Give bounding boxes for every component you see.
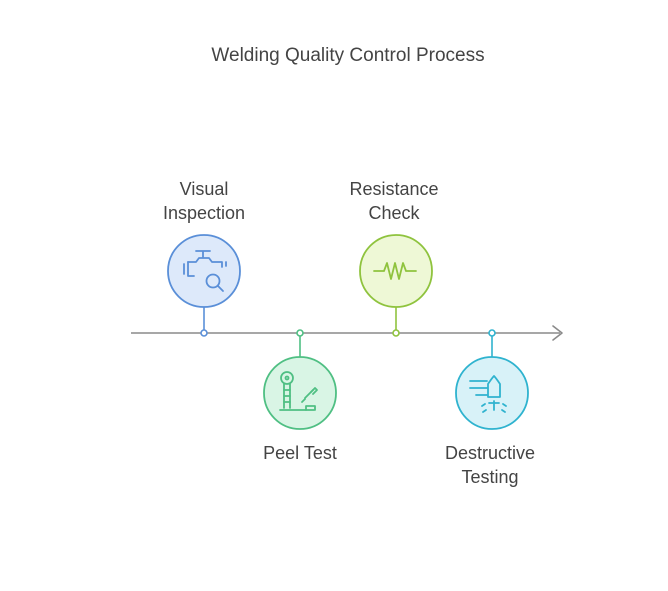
step-label-visual-inspection: Visual Inspection — [162, 179, 246, 223]
visual-inspection-icon — [183, 250, 227, 292]
step-visual-inspection — [167, 234, 241, 337]
node-peel-test — [296, 329, 304, 337]
step-circle-resistance-check — [359, 234, 433, 308]
step-circle-peel-test — [263, 356, 337, 430]
page-title: Welding Quality Control Process — [211, 45, 485, 66]
step-resistance-check — [359, 234, 433, 337]
step-label-resistance-check: Resistance Check — [349, 179, 439, 223]
step-circle-visual-inspection — [167, 234, 241, 308]
node-destructive-testing — [488, 329, 496, 337]
step-label-peel-test: Peel Test — [263, 443, 337, 463]
step-destructive-testing — [455, 329, 529, 430]
step-circle-destructive-testing — [455, 356, 529, 430]
node-resistance-check — [392, 329, 400, 337]
resistance-icon — [373, 262, 417, 280]
timeline-arrowhead — [552, 325, 563, 341]
peel-test-icon — [279, 371, 318, 411]
destructive-testing-icon — [469, 375, 507, 413]
step-label-destructive-testing: Destructive Testing — [444, 443, 536, 487]
node-visual-inspection — [200, 329, 208, 337]
step-peel-test — [263, 329, 337, 430]
